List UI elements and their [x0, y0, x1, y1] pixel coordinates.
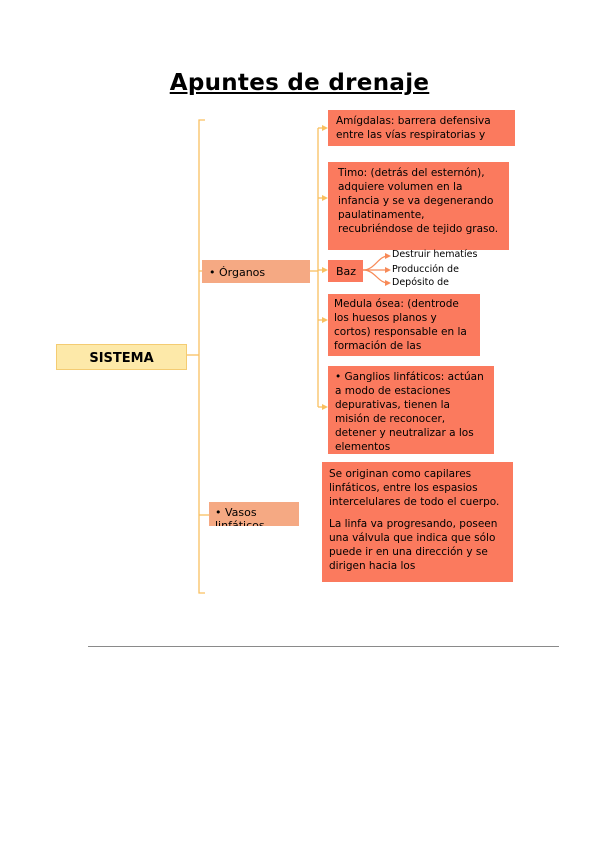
timo-box: Timo: (detrás del esternón), adquiere vo…	[328, 162, 509, 250]
baz-item-hematies: Destruir hematíes	[392, 249, 478, 260]
baz-item-produccion: Producción de	[392, 264, 459, 275]
amigdalas-text: Amígdalas: barrera defensiva entre las v…	[336, 115, 491, 141]
root-label: SISTEMA	[89, 351, 154, 366]
ganglios-box: • Ganglios linfáticos: actúan a modo de …	[328, 366, 494, 454]
horizontal-rule	[88, 646, 559, 647]
ganglios-text: • Ganglios linfáticos: actúan a modo de …	[335, 371, 484, 453]
vasos-paragraph-2: La linfa va progresando, poseen una válv…	[329, 518, 498, 572]
vasos-node: • Vasos linfáticos	[209, 502, 299, 526]
organos-label: • Órganos	[209, 266, 266, 279]
timo-text: Timo: (detrás del esternón), adquiere vo…	[338, 167, 499, 235]
organos-node: • Órganos	[202, 260, 310, 283]
baz-item-deposito: Depósito de	[392, 277, 450, 288]
page-title: Apuntes de drenaje	[169, 70, 430, 96]
medula-box: Medula ósea: (dentrode los huesos planos…	[328, 294, 480, 356]
vasos-box: Se originan como capilares linfáticos, e…	[322, 462, 513, 582]
root-node: SISTEMA	[56, 344, 187, 370]
baz-label: Baz	[336, 265, 357, 278]
vasos-paragraph-1: Se originan como capilares linfáticos, e…	[329, 468, 500, 508]
baz-node: Baz	[328, 260, 363, 282]
main-bracket	[198, 119, 205, 594]
vasos-label: • Vasos linfáticos	[215, 506, 265, 526]
amigdalas-box: Amígdalas: barrera defensiva entre las v…	[328, 110, 515, 146]
medula-text: Medula ósea: (dentrode los huesos planos…	[334, 298, 467, 352]
